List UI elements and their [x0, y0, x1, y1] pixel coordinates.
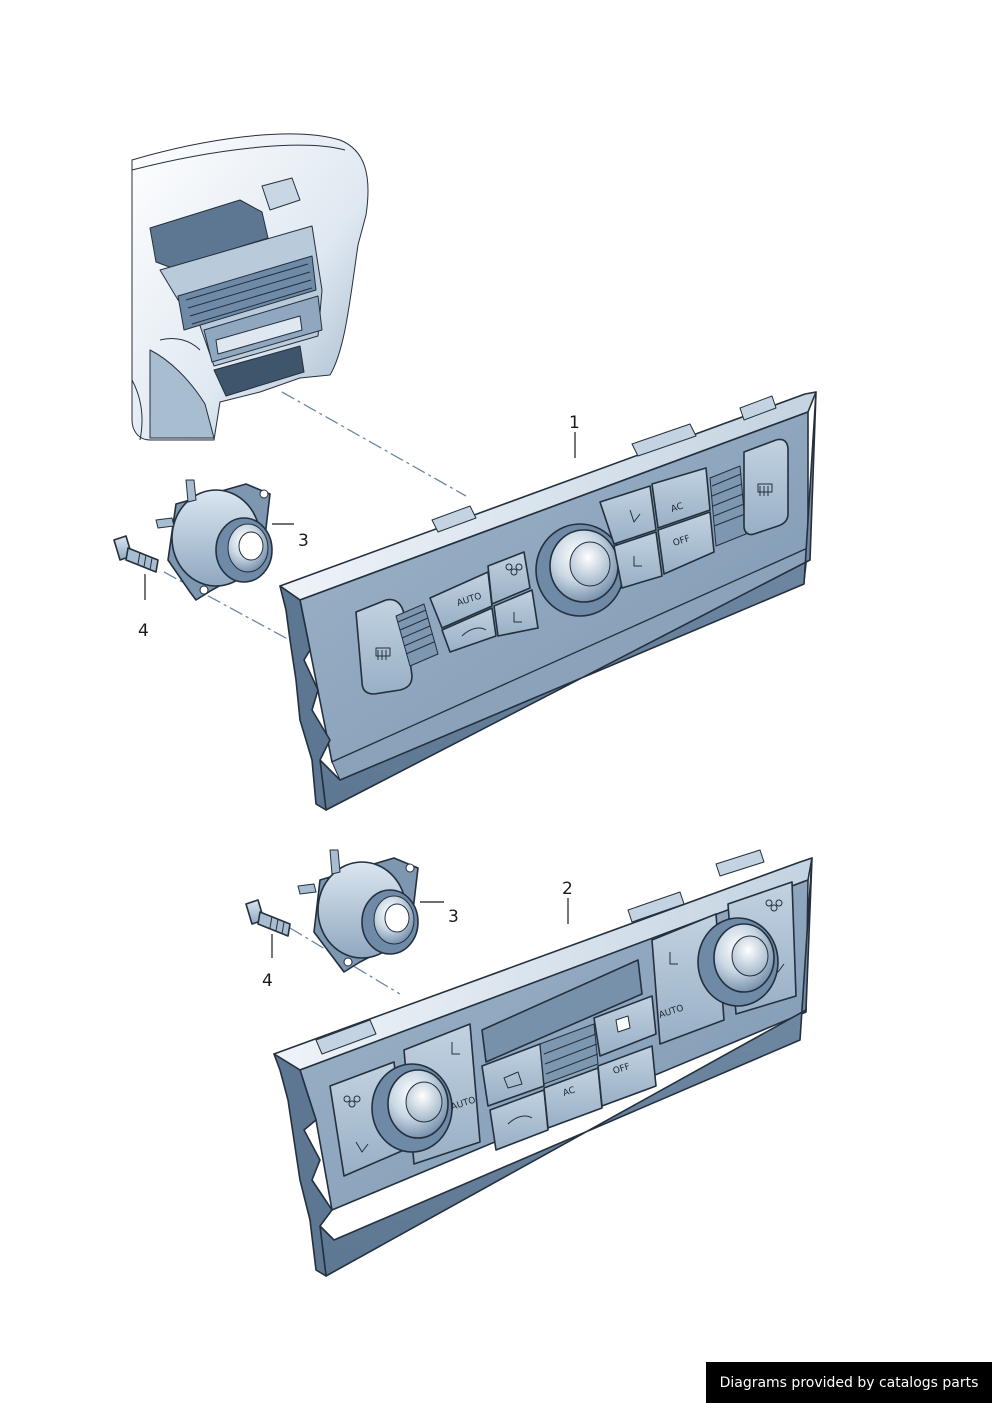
windshield-button[interactable] — [481, 1043, 545, 1107]
temperature-knob-right-panel2[interactable] — [697, 917, 779, 1007]
fan-button[interactable] — [487, 551, 531, 605]
ac-button-2[interactable] — [543, 1067, 603, 1129]
windshield-icon — [503, 1071, 523, 1089]
right-control-group: AUTO — [651, 881, 797, 1045]
callout-1: 1 — [569, 413, 580, 458]
display-window — [481, 959, 643, 1063]
dashboard-illustration — [131, 133, 369, 441]
ac-button-2-label: AC — [562, 1086, 577, 1099]
callout-3-lower-label: 3 — [448, 907, 459, 927]
recirculation-icon — [507, 1115, 533, 1125]
off-button-2[interactable] — [597, 1045, 657, 1107]
fan-icon — [343, 1095, 361, 1108]
seat-heat-icon — [513, 612, 522, 623]
callout-4-lower-label: 4 — [262, 971, 273, 991]
credit-banner: Diagrams provided by catalogs parts — [706, 1362, 992, 1403]
air-distribution-icon — [629, 509, 641, 523]
temperature-knob-left-panel1[interactable] — [535, 523, 625, 617]
left-button-cluster: AUTO — [429, 551, 539, 653]
callout-1-label: 1 — [569, 413, 580, 433]
windshield-icon — [757, 483, 773, 496]
ac-button[interactable] — [651, 467, 711, 529]
windshield-defrost-button[interactable] — [743, 438, 789, 536]
dashboard-vent — [177, 255, 317, 331]
temperature-knob-left-panel2[interactable] — [371, 1063, 453, 1153]
recirculation-button-2[interactable] — [489, 1089, 549, 1151]
seat-heat-icon — [355, 1141, 369, 1153]
climate-control-unit-2: AUTO AC OFF AUTO — [273, 849, 813, 1277]
seat-heat-icon — [633, 556, 642, 567]
seat-heat-icon — [669, 952, 678, 965]
rotary-switch-3-lower — [297, 849, 419, 973]
callout-4-upper-label: 4 — [138, 621, 149, 641]
left-seat-heat-button[interactable] — [493, 589, 539, 637]
callout-3-upper-label: 3 — [298, 531, 309, 551]
rear-defrost-icon — [615, 1015, 631, 1033]
recirculation-button[interactable] — [441, 607, 497, 653]
left-vent-grille — [395, 603, 439, 667]
rear-defrost-icon — [375, 647, 391, 660]
ac-button-label: AC — [670, 502, 685, 515]
recirculation-icon — [461, 627, 487, 637]
callout-2: 2 — [562, 879, 573, 924]
screw-4-lower — [245, 899, 291, 937]
climate-control-unit-1: AUTO AC OFF — [279, 391, 817, 811]
rotary-switch-3-upper — [155, 479, 273, 601]
right-seat-heat-button[interactable] — [613, 531, 663, 589]
callout-4-upper: 4 — [138, 574, 149, 641]
left-control-group: AUTO — [329, 1023, 481, 1177]
seat-heat-icon — [451, 1042, 460, 1055]
fan-icon — [765, 899, 783, 912]
auto-button[interactable] — [429, 571, 493, 629]
air-distribution-button[interactable] — [599, 485, 657, 545]
screw-4-upper — [113, 535, 159, 573]
callout-3-lower: 3 — [420, 901, 459, 927]
right-vent-grille — [709, 465, 747, 547]
callout-4-lower: 4 — [262, 934, 273, 991]
center-button-row: AC OFF — [481, 995, 657, 1151]
callout-2-label: 2 — [562, 879, 573, 899]
right-button-cluster: AC OFF — [599, 467, 715, 589]
callout-3-upper: 3 — [272, 523, 309, 551]
off-button[interactable] — [657, 511, 715, 575]
fan-icon — [505, 563, 523, 576]
